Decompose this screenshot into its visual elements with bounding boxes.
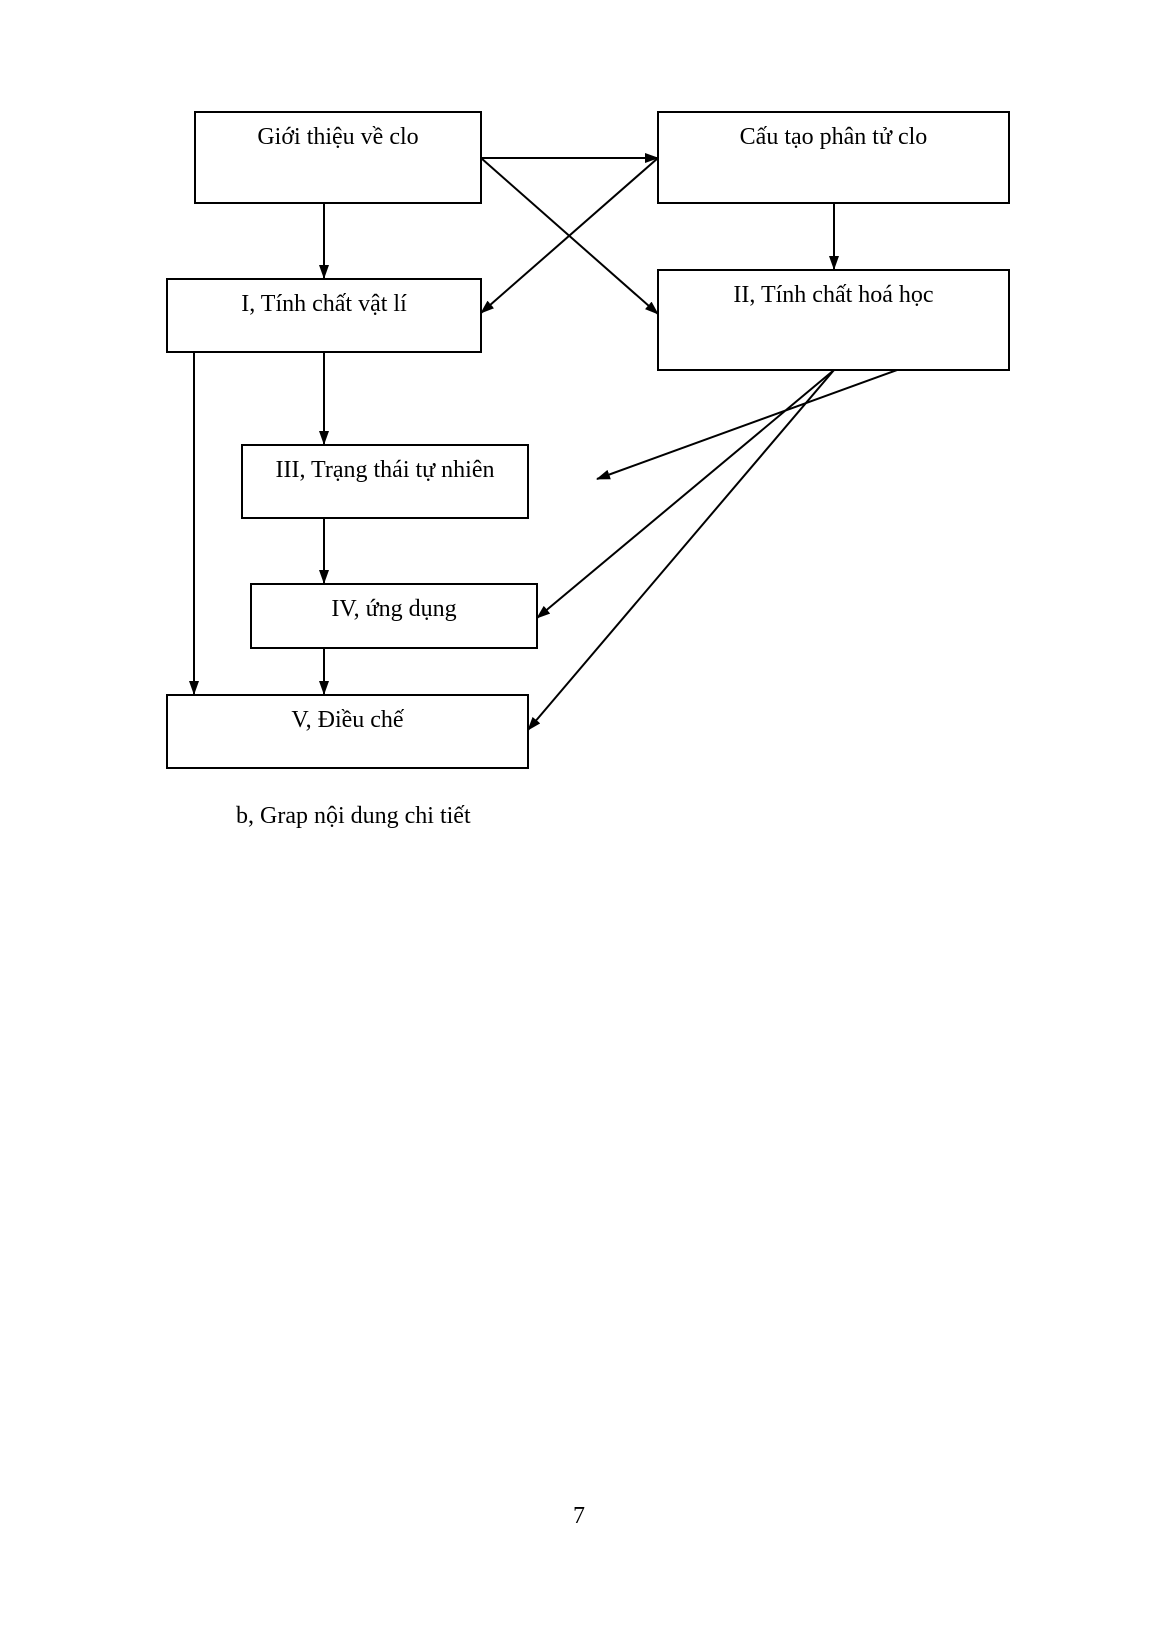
node-natural-state-label: III, Trạng thái tự nhiên [275, 457, 495, 483]
node-intro-label: Giới thiệu về clo [257, 124, 419, 150]
figure-caption: b, Grap nội dung chi tiết [236, 803, 471, 829]
node-preparation: V, Điều chế [166, 694, 529, 769]
node-structure-label: Cấu tạo phân tử clo [739, 124, 928, 150]
arrow-structure-to-physical [480, 157, 659, 314]
arrow-chemical-to-natural-state [596, 369, 898, 480]
page-number: 7 [573, 1503, 585, 1529]
node-preparation-label: V, Điều chế [291, 707, 404, 733]
node-intro: Giới thiệu về clo [194, 111, 482, 204]
node-applications-label: IV, ứng dụng [331, 596, 457, 622]
node-structure: Cấu tạo phân tử clo [657, 111, 1010, 204]
node-chemical: II, Tính chất hoá học [657, 269, 1010, 371]
node-applications: IV, ứng dụng [250, 583, 538, 649]
node-chemical-label: II, Tính chất hoá học [733, 282, 934, 308]
node-physical-label: I, Tính chất vật lí [241, 291, 407, 317]
node-physical: I, Tính chất vật lí [166, 278, 482, 353]
arrow-chemical-to-applications [536, 369, 835, 619]
arrow-chemical-to-preparation [527, 369, 835, 731]
node-natural-state: III, Trạng thái tự nhiên [241, 444, 529, 519]
